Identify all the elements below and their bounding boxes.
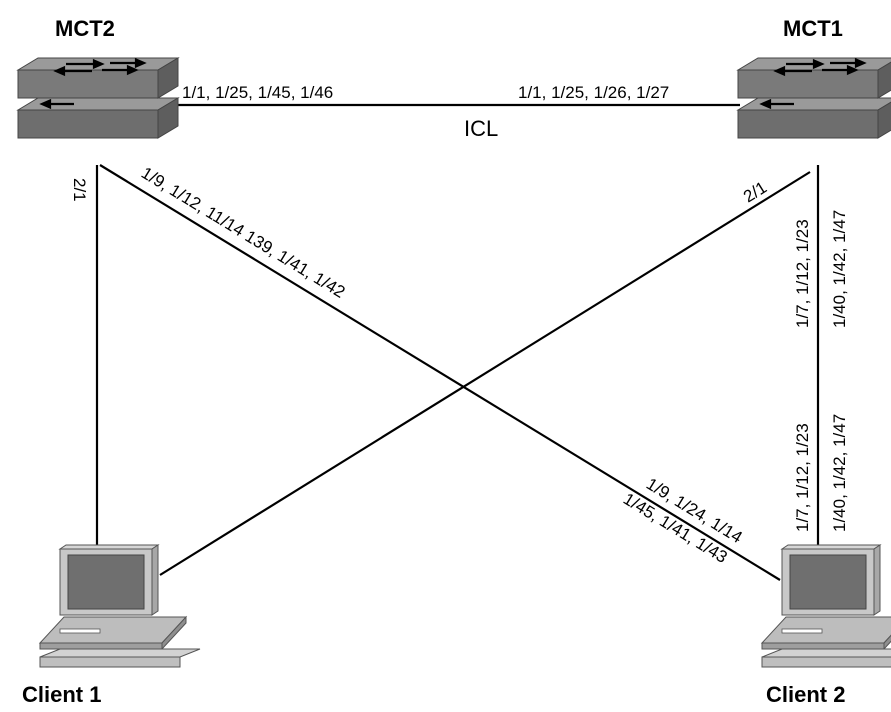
client1-laptop-icon bbox=[39, 544, 201, 668]
mct1-client1-link bbox=[159, 171, 811, 576]
mct2-client1-port: 2/1 bbox=[70, 178, 89, 202]
mct1-client2-bottom-ports-1: 1/7, 1/12, 1/23 bbox=[793, 423, 812, 532]
mct2-label: MCT2 bbox=[55, 16, 115, 41]
mct1-client1-port: 2/1 bbox=[740, 178, 770, 207]
mct1-client2-top-ports-1: 1/7, 1/12, 1/23 bbox=[793, 219, 812, 328]
client2-label: Client 2 bbox=[766, 682, 845, 707]
mct2-client2-link bbox=[99, 164, 781, 581]
mct2-switch-icon bbox=[16, 56, 180, 140]
mct1-switch-icon bbox=[736, 56, 891, 140]
icl-label: ICL bbox=[464, 116, 498, 141]
mct1-client2-top-ports-2: 1/40, 1/42, 1/47 bbox=[830, 210, 849, 328]
icl-mct1-ports: 1/1, 1/25, 1/26, 1/27 bbox=[518, 83, 669, 102]
mct1-label: MCT1 bbox=[783, 16, 843, 41]
client1-label: Client 1 bbox=[22, 682, 101, 707]
icl-mct2-ports: 1/1, 1/25, 1/45, 1/46 bbox=[182, 83, 333, 102]
mct1-client2-bottom-ports-2: 1/40, 1/42, 1/47 bbox=[830, 414, 849, 532]
mct2-client2-near-ports: 1/9, 1/12, 11/14 139, 1/41, 1/42 bbox=[138, 163, 349, 302]
client2-laptop-icon bbox=[761, 544, 891, 668]
